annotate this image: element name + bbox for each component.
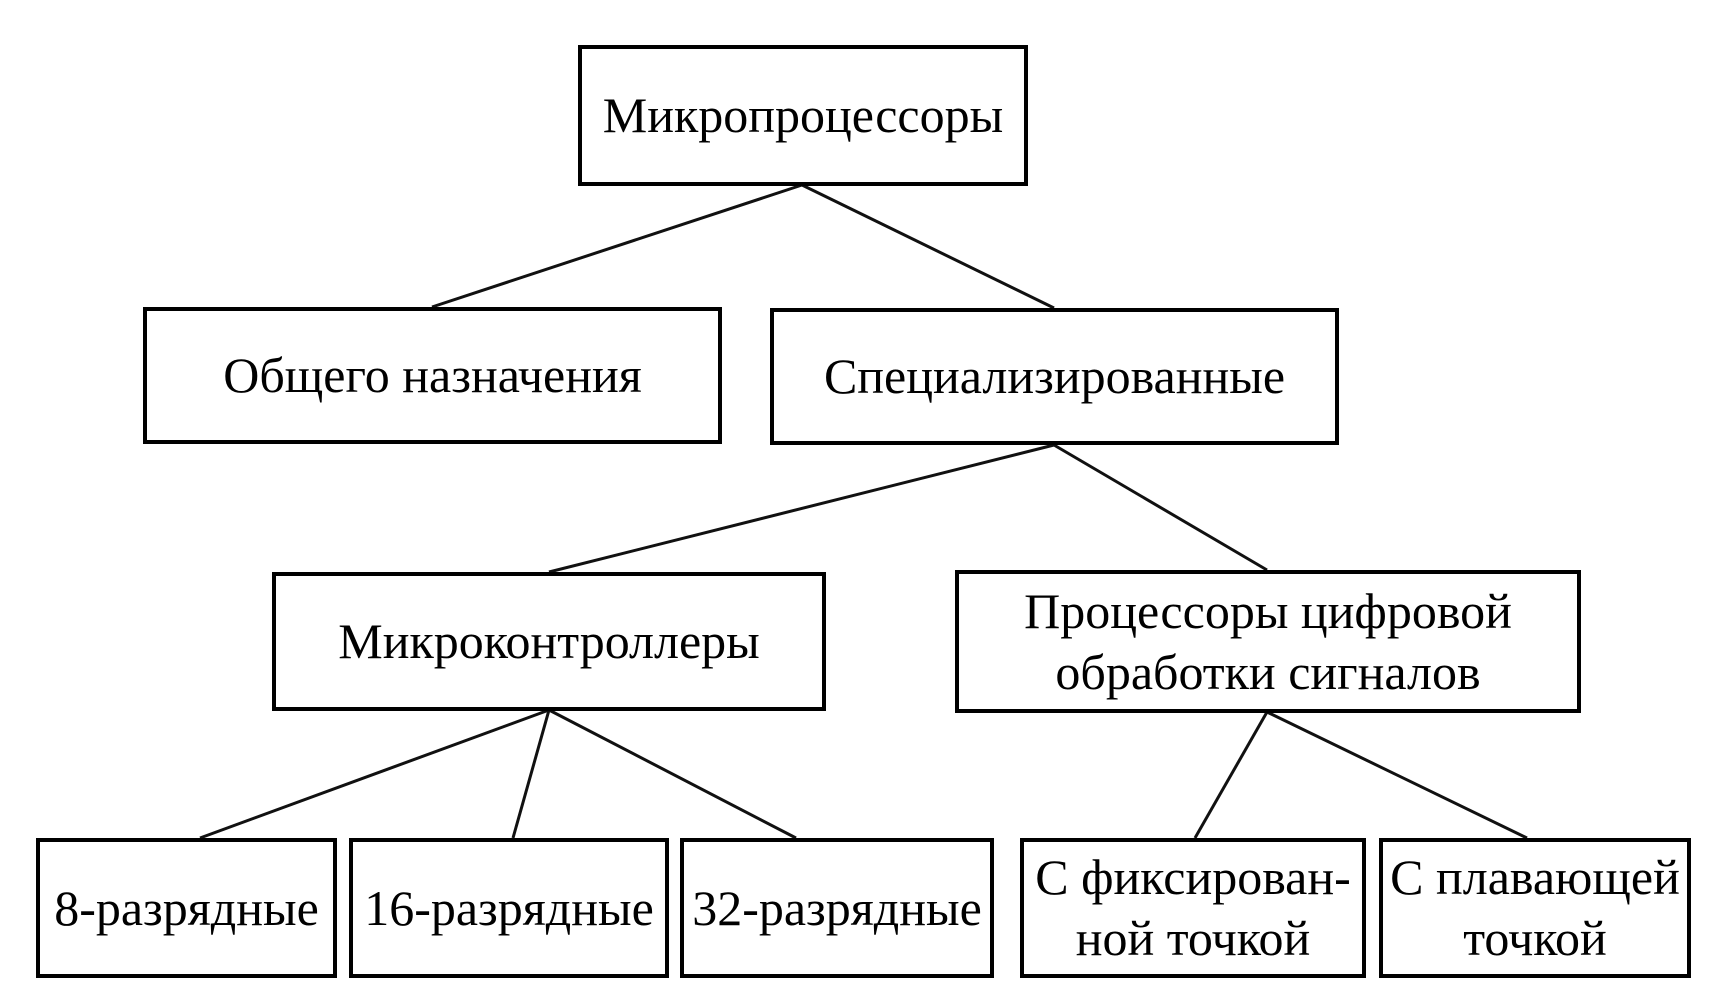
node-digital-signal-processors: Процессоры цифровой обработки сигналов [955, 570, 1581, 713]
node-32-bit-label: 32-разрядные [692, 879, 982, 936]
node-general-purpose-label: Общего назначения [223, 347, 642, 403]
node-microcontrollers-label: Микроконтроллеры [338, 613, 760, 669]
edge-root-general [431, 183, 803, 309]
edge-mcu-bit32 [548, 708, 797, 840]
node-16-bit-label: 16-разрядные [364, 879, 654, 936]
node-fixed-point: С фиксирован- ной точкой [1020, 838, 1366, 978]
edge-root-specialized [801, 183, 1055, 310]
node-fixed-point-label: С фиксирован- ной точкой [1035, 849, 1351, 966]
node-8-bit-label: 8-разрядные [54, 879, 319, 936]
edge-specialized-dsp [1053, 443, 1268, 572]
node-microprocessors: Микропроцессоры [578, 45, 1028, 186]
node-digital-signal-processors-label: Процессоры цифровой обработки сигналов [1024, 582, 1512, 700]
edge-dsp-fixed [1193, 711, 1269, 839]
node-microprocessors-label: Микропроцессоры [602, 87, 1004, 143]
node-16-bit: 16-разрядные [349, 838, 669, 978]
edge-mcu-bit8 [199, 708, 550, 840]
edge-specialized-mcu [548, 443, 1055, 574]
edge-mcu-bit16 [511, 709, 551, 839]
node-specialized: Специализированные [770, 308, 1339, 445]
node-32-bit: 32-разрядные [680, 838, 994, 978]
node-8-bit: 8-разрядные [36, 838, 337, 978]
node-specialized-label: Специализированные [823, 348, 1286, 404]
node-floating-point-label: С плавающей точкой [1390, 849, 1680, 966]
node-microcontrollers: Микроконтроллеры [272, 572, 826, 711]
node-general-purpose: Общего назначения [143, 307, 722, 444]
edge-dsp-float [1266, 710, 1528, 840]
node-floating-point: С плавающей точкой [1379, 838, 1691, 978]
